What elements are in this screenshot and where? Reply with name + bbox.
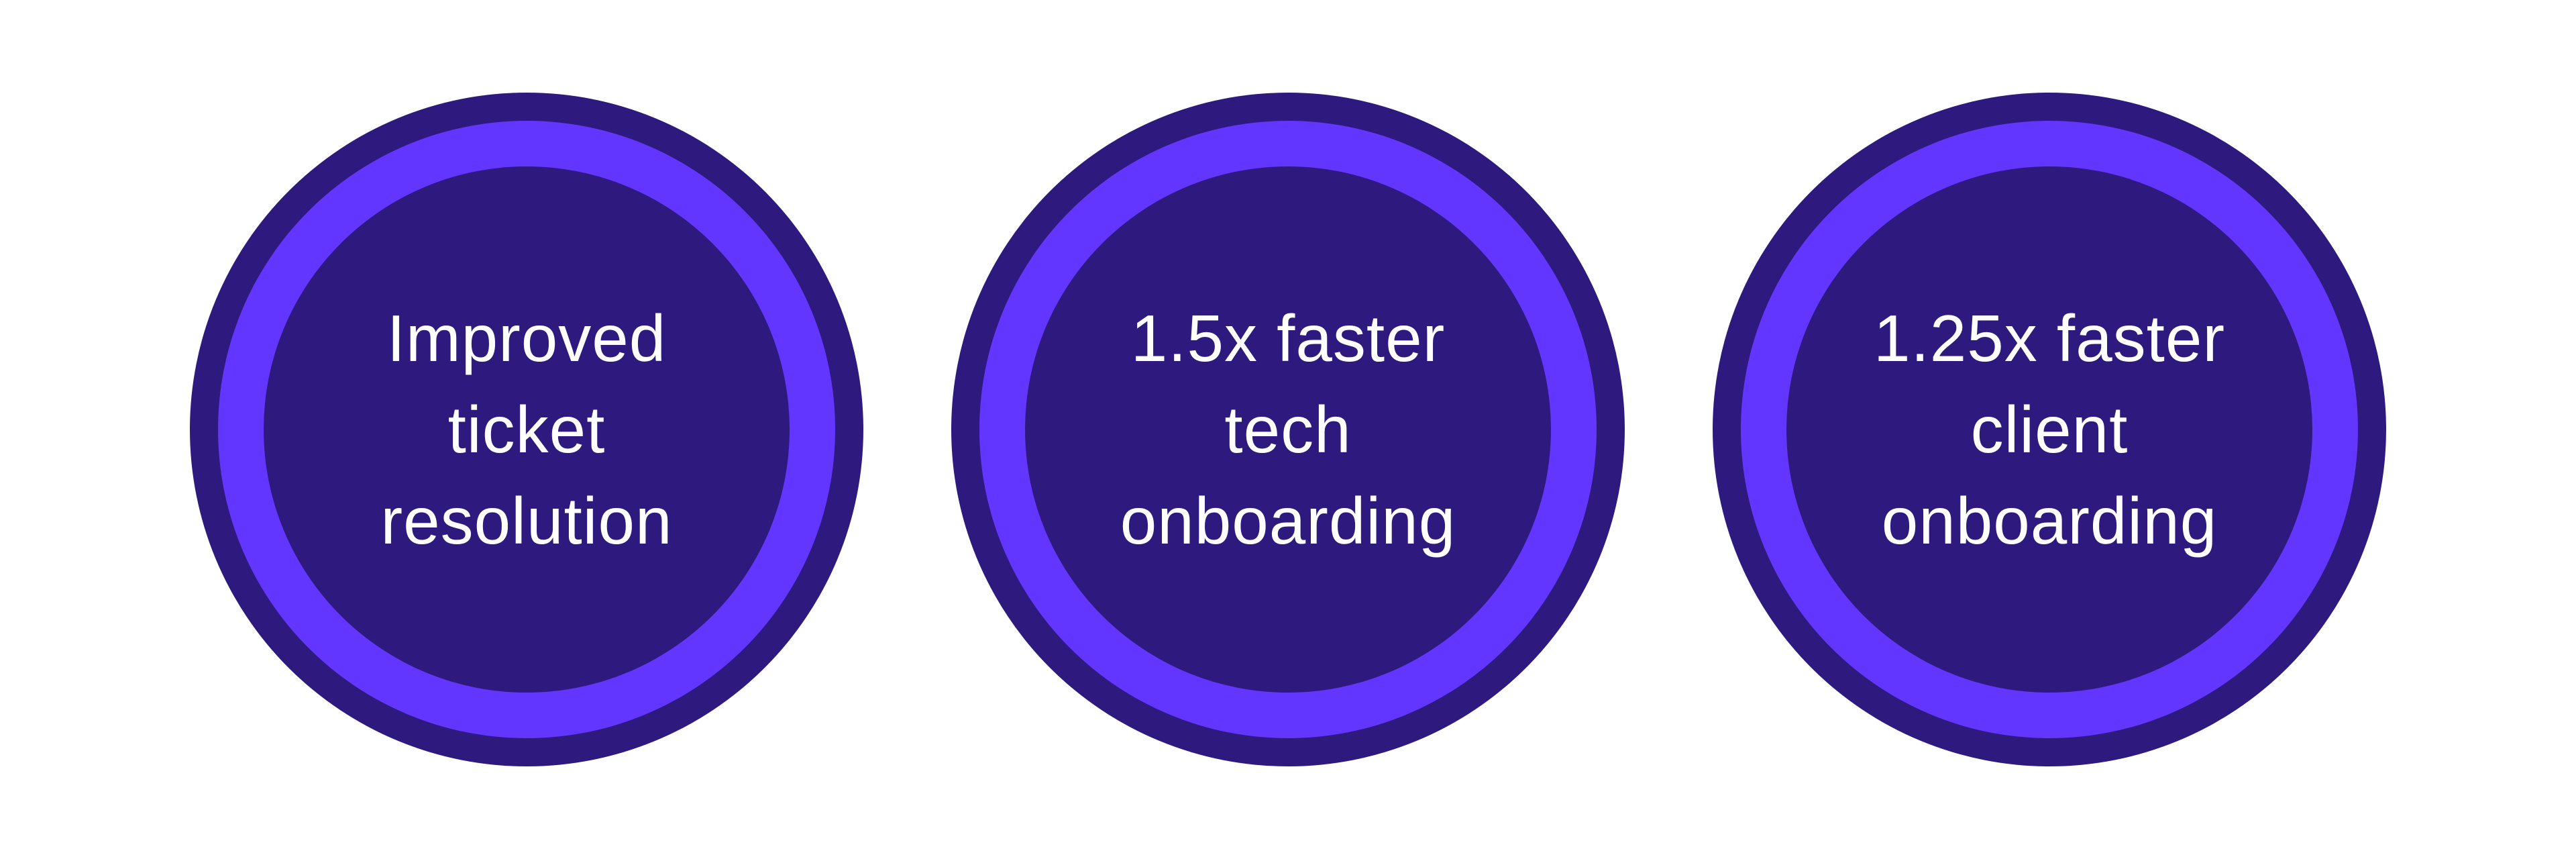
badge-text-line: onboarding [1881, 484, 2218, 558]
badge-faster-client-onboarding: 1.25x faster client onboarding [1713, 93, 2386, 766]
badge-faster-tech-onboarding: 1.5x faster tech onboarding [951, 93, 1625, 766]
badge-text-line: Improved [386, 301, 667, 375]
badge-core: 1.25x faster client onboarding [1786, 166, 2312, 693]
badge-core: 1.5x faster tech onboarding [1025, 166, 1551, 693]
badge-text-line: onboarding [1120, 484, 1456, 558]
badge-core: Improved ticket resolution [264, 166, 790, 693]
badge-text-line: 1.5x faster [1130, 301, 1446, 375]
badge-text-line: tech [1224, 393, 1352, 466]
badge-text-line: resolution [380, 484, 673, 558]
badge-improved-ticket-resolution: Improved ticket resolution [190, 93, 863, 766]
badge-text-line: client [1970, 393, 2129, 466]
badge-text-line: 1.25x faster [1873, 301, 2226, 375]
badge-text-line: ticket [447, 393, 606, 466]
